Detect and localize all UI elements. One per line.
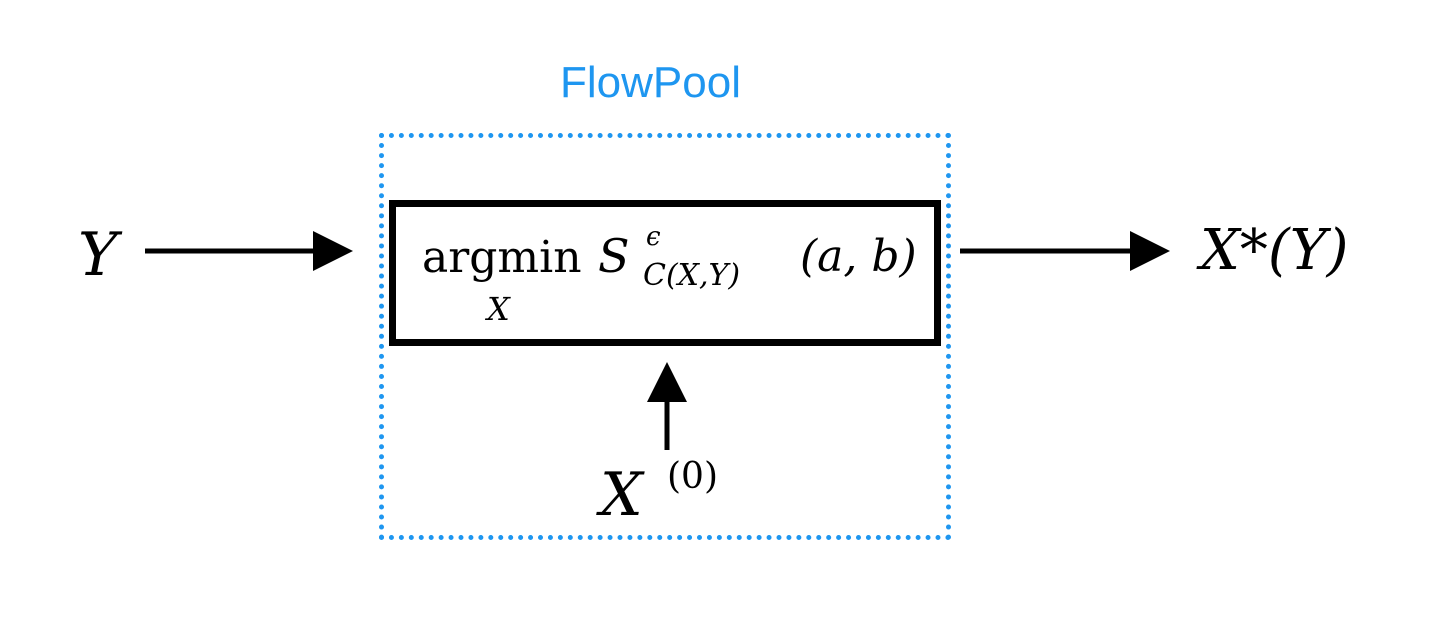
optimization-block bbox=[389, 200, 941, 346]
sinkhorn-subscript: C(X,Y) bbox=[643, 258, 741, 293]
flowpool-region bbox=[379, 133, 951, 540]
formula-arguments: (a, b) bbox=[800, 231, 917, 282]
sinkhorn-symbol: S bbox=[598, 229, 630, 283]
initial-label: X bbox=[600, 460, 643, 530]
sinkhorn-superscript: ϵ bbox=[646, 222, 661, 252]
output-label: X*(Y) bbox=[1200, 218, 1349, 283]
diagram-title: FlowPool bbox=[560, 58, 741, 107]
argmin-operator: argmin bbox=[422, 232, 582, 283]
initial-superscript: (0) bbox=[667, 456, 718, 497]
argmin-subscript: X bbox=[487, 290, 510, 328]
input-label: Y bbox=[78, 220, 118, 290]
